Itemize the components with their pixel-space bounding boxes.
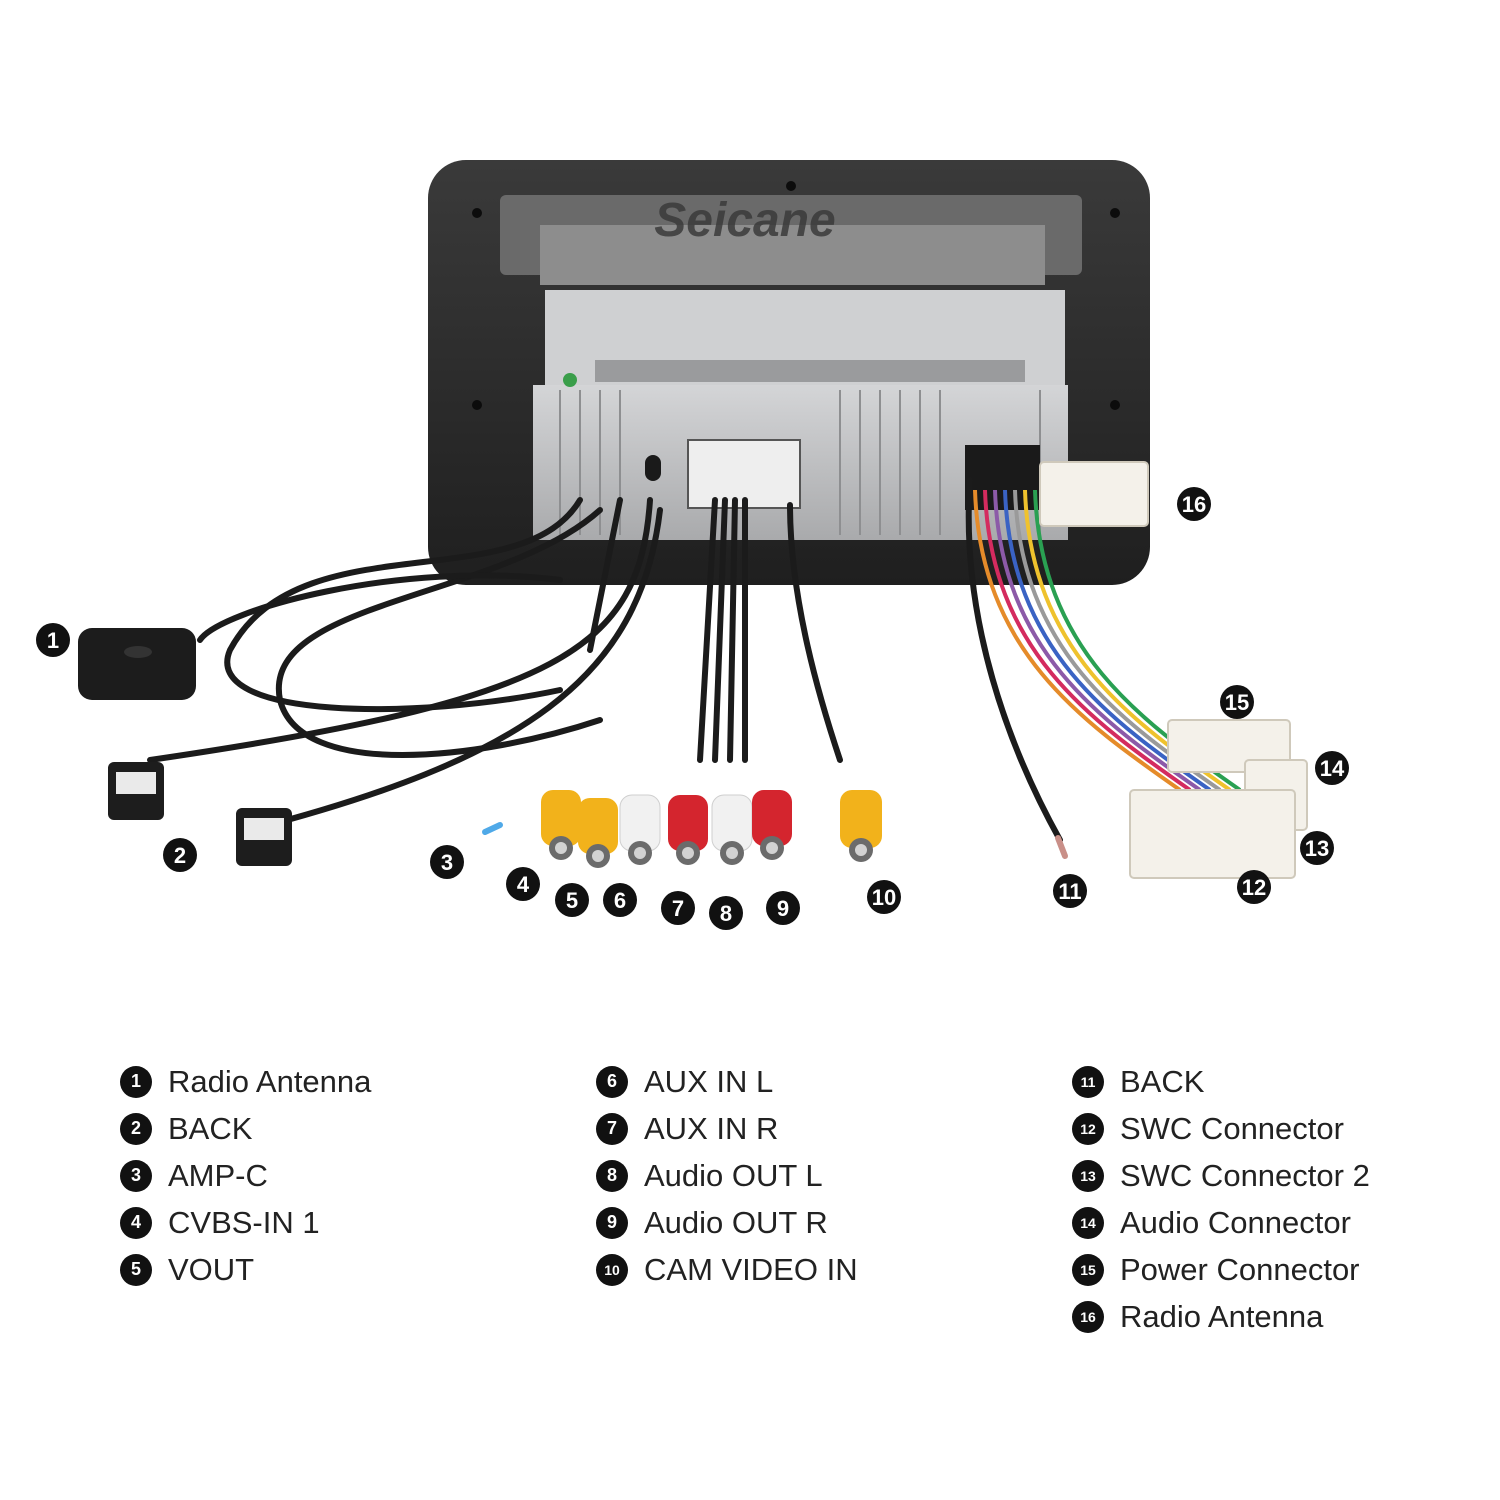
legend-label: Audio OUT L <box>644 1157 823 1193</box>
svg-text:15: 15 <box>1225 690 1249 715</box>
head-unit-wiring-photo: Seicane <box>36 160 1349 930</box>
gps-antenna-puck <box>78 628 196 700</box>
svg-text:2: 2 <box>174 843 186 868</box>
callout-6: 6 <box>603 883 637 917</box>
svg-text:1: 1 <box>47 628 59 653</box>
legend-number: 6 <box>596 1065 628 1098</box>
callout-12: 12 <box>1237 870 1271 904</box>
legend-number: 13 <box>1072 1159 1104 1192</box>
chassis <box>533 290 1068 540</box>
legend-number: 3 <box>120 1159 152 1192</box>
usb-plugs <box>108 762 292 866</box>
legend-label: AUX IN L <box>644 1063 774 1099</box>
legend-label: SWC Connector <box>1120 1110 1344 1146</box>
legend-item: 2 BACK <box>120 1105 371 1152</box>
legend-number: 12 <box>1072 1112 1104 1145</box>
svg-text:6: 6 <box>614 888 626 913</box>
callout-4: 4 <box>506 867 540 901</box>
callouts: 1 2 3 4 5 6 7 8 9 10 11 12 13 14 15 16 <box>36 487 1349 930</box>
legend-item: 15 Power Connector <box>1072 1246 1370 1293</box>
svg-text:3: 3 <box>441 850 453 875</box>
callout-3: 3 <box>430 845 464 879</box>
svg-text:12: 12 <box>1242 875 1266 900</box>
legend-item: 1 Radio Antenna <box>120 1058 371 1105</box>
legend-column-1: 1 Radio Antenna 2 BACK 3 AMP-C 4 CVBS-IN 1 5… <box>120 1058 371 1293</box>
legend-column-2: 6 AUX IN L 7 AUX IN R 8 Audio OUT L 9 Audio … <box>596 1058 858 1293</box>
legend-number: 11 <box>1072 1065 1104 1098</box>
svg-text:11: 11 <box>1058 879 1081 904</box>
legend-number: 15 <box>1072 1253 1104 1286</box>
legend-label: Audio Connector <box>1120 1204 1351 1240</box>
callout-9: 9 <box>766 891 800 925</box>
legend-label: AUX IN R <box>644 1110 779 1146</box>
callout-8: 8 <box>709 896 743 930</box>
svg-text:16: 16 <box>1182 492 1206 517</box>
svg-text:14: 14 <box>1320 756 1345 781</box>
legend-item: 13 SWC Connector 2 <box>1072 1152 1370 1199</box>
legend-item: 7 AUX IN R <box>596 1105 858 1152</box>
callout-15: 15 <box>1220 685 1254 719</box>
legend-item: 9 Audio OUT R <box>596 1199 858 1246</box>
callout-2: 2 <box>163 838 197 872</box>
rca-connectors <box>541 790 882 868</box>
wire-tips <box>482 822 1068 859</box>
legend-number: 10 <box>596 1253 628 1286</box>
legend-label: Audio OUT R <box>644 1204 828 1240</box>
callout-11: 11 <box>1053 874 1087 908</box>
legend-number: 16 <box>1072 1300 1104 1333</box>
legend-item: 4 CVBS-IN 1 <box>120 1199 371 1246</box>
callout-5: 5 <box>555 883 589 917</box>
cables <box>147 477 1063 843</box>
legend-label: CVBS-IN 1 <box>168 1204 320 1240</box>
legend-label: VOUT <box>168 1251 255 1287</box>
legend-number: 14 <box>1072 1206 1104 1239</box>
legend-item: 11 BACK <box>1072 1058 1370 1105</box>
svg-text:7: 7 <box>672 896 684 921</box>
legend-label: SWC Connector 2 <box>1120 1157 1370 1193</box>
callout-7: 7 <box>661 891 695 925</box>
svg-text:8: 8 <box>720 901 732 926</box>
svg-text:13: 13 <box>1305 836 1329 861</box>
legend-item: 8 Audio OUT L <box>596 1152 858 1199</box>
legend-label: Power Connector <box>1120 1251 1360 1287</box>
legend-number: 4 <box>120 1206 152 1239</box>
legend-number: 8 <box>596 1159 628 1192</box>
svg-text:4: 4 <box>517 872 530 897</box>
svg-text:10: 10 <box>872 885 896 910</box>
svg-text:9: 9 <box>777 896 789 921</box>
legend-item: 6 AUX IN L <box>596 1058 858 1105</box>
legend-item: 16 Radio Antenna <box>1072 1293 1370 1340</box>
legend-item: 12 SWC Connector <box>1072 1105 1370 1152</box>
legend-number: 5 <box>120 1253 152 1286</box>
legend-label: BACK <box>1120 1063 1205 1099</box>
harness-connectors <box>1039 461 1308 879</box>
legend-item: 5 VOUT <box>120 1246 371 1293</box>
legend-label: BACK <box>168 1110 253 1146</box>
legend-item: 10 CAM VIDEO IN <box>596 1246 858 1293</box>
legend-label: AMP-C <box>168 1157 268 1193</box>
legend-number: 2 <box>120 1112 152 1145</box>
callout-13: 13 <box>1300 831 1334 865</box>
legend-number: 1 <box>120 1065 152 1098</box>
callout-14: 14 <box>1315 751 1349 785</box>
brand-logo: Seicane <box>654 194 835 247</box>
callout-1: 1 <box>36 623 70 657</box>
legend-column-3: 11 BACK 12 SWC Connector 13 SWC Connector 2… <box>1072 1058 1370 1340</box>
legend-label: Radio Antenna <box>168 1063 372 1099</box>
legend-number: 7 <box>596 1112 628 1145</box>
legend-label: CAM VIDEO IN <box>644 1251 858 1287</box>
legend-label: Radio Antenna <box>1120 1298 1324 1334</box>
callout-10: 10 <box>867 880 901 914</box>
svg-text:5: 5 <box>566 888 578 913</box>
callout-16: 16 <box>1177 487 1211 521</box>
legend-item: 3 AMP-C <box>120 1152 371 1199</box>
legend-number: 9 <box>596 1206 628 1239</box>
legend-item: 14 Audio Connector <box>1072 1199 1370 1246</box>
